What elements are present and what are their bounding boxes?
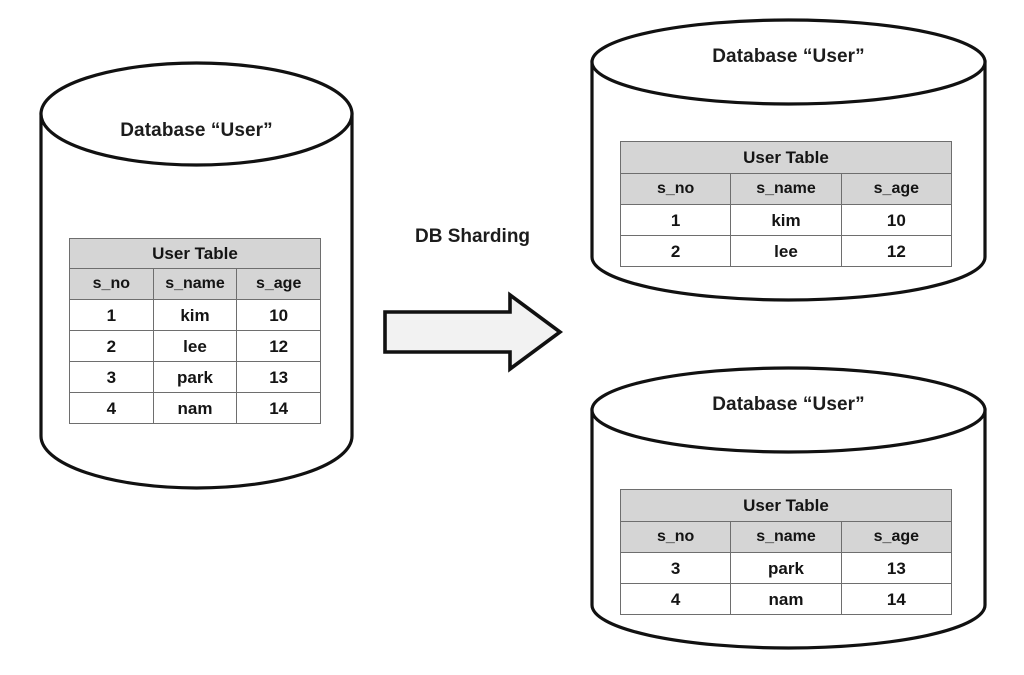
shard-2-col-s_name: s_name [730, 521, 842, 553]
table-header-row: s_no s_name s_age [619, 521, 953, 553]
shard-2-user-table: User Table s_no s_name s_age 3 park 13 4… [619, 489, 953, 615]
cell-s_age: 13 [840, 552, 953, 584]
table-row: 1 kim 10 [619, 204, 953, 236]
source-cylinder-top-ellipse [39, 61, 354, 167]
cell-s_name: park [730, 552, 842, 584]
cell-s_name: kim [152, 299, 238, 331]
source-user-table: User Table s_no s_name s_age 1 kim 10 2 … [69, 238, 321, 424]
cell-s_age: 14 [840, 583, 953, 615]
table-row: 2 lee 12 [69, 330, 321, 362]
table-row: 3 park 13 [619, 552, 953, 584]
shard-1-table-title: User Table [620, 141, 952, 174]
shard-1-col-s_age: s_age [840, 173, 953, 205]
cell-s_age: 13 [236, 361, 321, 393]
table-row: 3 park 13 [69, 361, 321, 393]
cell-s_name: lee [152, 330, 238, 362]
source-col-s_age: s_age [236, 268, 321, 300]
cell-s_no: 4 [69, 392, 154, 424]
cell-s_no: 2 [69, 330, 154, 362]
cell-s_name: park [152, 361, 238, 393]
cell-s_age: 12 [236, 330, 321, 362]
shard-2-table-title: User Table [620, 489, 952, 522]
cell-s_no: 1 [69, 299, 154, 331]
table-row: 4 nam 14 [69, 392, 321, 424]
source-col-s_no: s_no [69, 268, 154, 300]
shard-2-col-s_no: s_no [619, 521, 732, 553]
cell-s_no: 3 [69, 361, 154, 393]
cell-s_age: 10 [840, 204, 953, 236]
table-title-row: User Table [620, 141, 952, 174]
cell-s_no: 3 [619, 552, 732, 584]
source-col-s_name: s_name [152, 268, 238, 300]
shard-2-database-label: Database “User” [712, 394, 865, 415]
table-title-row: User Table [69, 238, 321, 269]
db-sharding-label: DB Sharding [414, 226, 531, 247]
table-title-row: User Table [620, 489, 952, 522]
table-row: 2 lee 12 [619, 235, 953, 267]
cell-s_name: nam [152, 392, 238, 424]
db-sharding-arrow-icon [383, 291, 564, 373]
cell-s_no: 1 [619, 204, 732, 236]
cell-s_age: 10 [236, 299, 321, 331]
shard-1-database-label: Database “User” [712, 46, 865, 67]
cell-s_age: 14 [236, 392, 321, 424]
cell-s_name: kim [730, 204, 842, 236]
cell-s_no: 4 [619, 583, 732, 615]
cell-s_age: 12 [840, 235, 953, 267]
table-header-row: s_no s_name s_age [69, 268, 321, 300]
table-header-row: s_no s_name s_age [619, 173, 953, 205]
source-database-label: Database “User” [120, 120, 273, 141]
source-table-title: User Table [69, 238, 321, 269]
arrow-shape [383, 291, 564, 373]
cell-s_name: nam [730, 583, 842, 615]
shard-2-col-s_age: s_age [840, 521, 953, 553]
shard-1-user-table: User Table s_no s_name s_age 1 kim 10 2 … [619, 141, 953, 267]
table-row: 1 kim 10 [69, 299, 321, 331]
shard-1-col-s_name: s_name [730, 173, 842, 205]
table-row: 4 nam 14 [619, 583, 953, 615]
cell-s_no: 2 [619, 235, 732, 267]
cell-s_name: lee [730, 235, 842, 267]
shard-1-col-s_no: s_no [619, 173, 732, 205]
